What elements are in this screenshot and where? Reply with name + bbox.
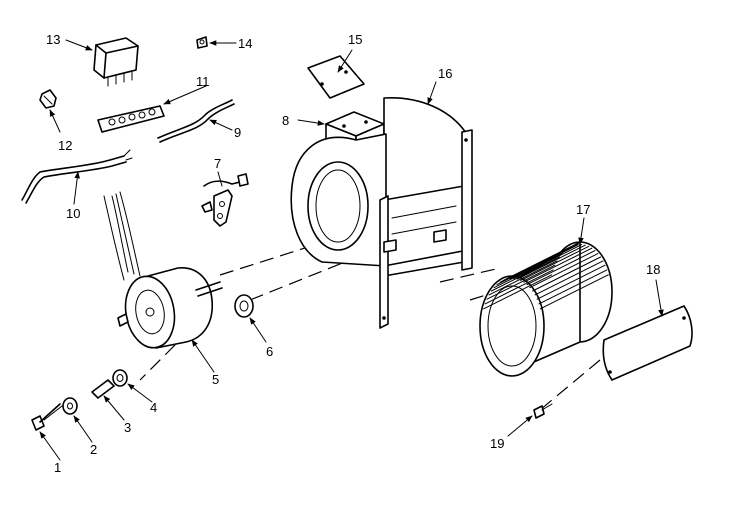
wheel-fin [509, 244, 579, 280]
part-13-relay [93, 37, 139, 87]
callout-6: 6 [266, 344, 273, 359]
wheel-fin [526, 250, 596, 286]
callouts: 13 14 11 12 9 10 7 15 8 16 17 18 19 6 5 … [39, 32, 664, 475]
part-14-clip [196, 36, 208, 49]
wheel-fin [516, 244, 586, 280]
callout-17: 17 [576, 202, 590, 217]
callout-7: 7 [214, 156, 221, 171]
part-15-cover-plate [307, 55, 365, 99]
part-3-spacer [91, 379, 115, 399]
part-16-blower-housing [290, 97, 473, 329]
part-7-bracket [201, 173, 249, 227]
wheel-fin [486, 264, 556, 300]
callout-3: 3 [124, 420, 131, 435]
wheel-fin [493, 253, 563, 289]
callout-2: 2 [90, 442, 97, 457]
part-5-motor [103, 191, 223, 349]
part-17-blower-wheel [479, 241, 613, 377]
part-12-connector [39, 89, 57, 109]
callout-13: 13 [46, 32, 60, 47]
part-18-cutoff-plate [602, 305, 693, 381]
wheel-fin [529, 253, 599, 289]
wheel-fin [483, 274, 553, 310]
callout-18: 18 [646, 262, 660, 277]
callout-8: 8 [282, 113, 289, 128]
wheel-fin [539, 274, 609, 310]
wheel-fin [490, 256, 560, 292]
callout-1: 1 [54, 460, 61, 475]
callout-16: 16 [438, 66, 452, 81]
callout-4: 4 [150, 400, 157, 415]
callout-12: 12 [58, 138, 72, 153]
part-11-terminal-strip [97, 105, 165, 133]
wheel-fin [532, 256, 602, 292]
part-10-wire-harness [21, 149, 133, 204]
callout-5: 5 [212, 372, 219, 387]
wheel-fin [506, 244, 576, 280]
wheel-fin [520, 245, 590, 281]
part-4-grommet [112, 369, 128, 387]
callout-15: 15 [348, 32, 362, 47]
callout-10: 10 [66, 206, 80, 221]
wheel-fin [484, 269, 554, 305]
part-9-wire [157, 99, 235, 143]
wheel-fin [534, 260, 604, 296]
callout-19: 19 [490, 436, 504, 451]
callout-14: 14 [238, 36, 252, 51]
callout-11: 11 [196, 74, 210, 89]
callout-9: 9 [234, 125, 241, 140]
wheel-fin [536, 264, 606, 300]
part-6-collar [234, 294, 254, 318]
wheel-fin [538, 269, 608, 305]
wheel-fin [513, 244, 583, 280]
part-1-bolt [31, 403, 63, 431]
part-19-screw [533, 403, 553, 419]
wheel-fin [523, 247, 593, 283]
wheel-fin [488, 260, 558, 296]
part-2-washer [62, 397, 78, 415]
